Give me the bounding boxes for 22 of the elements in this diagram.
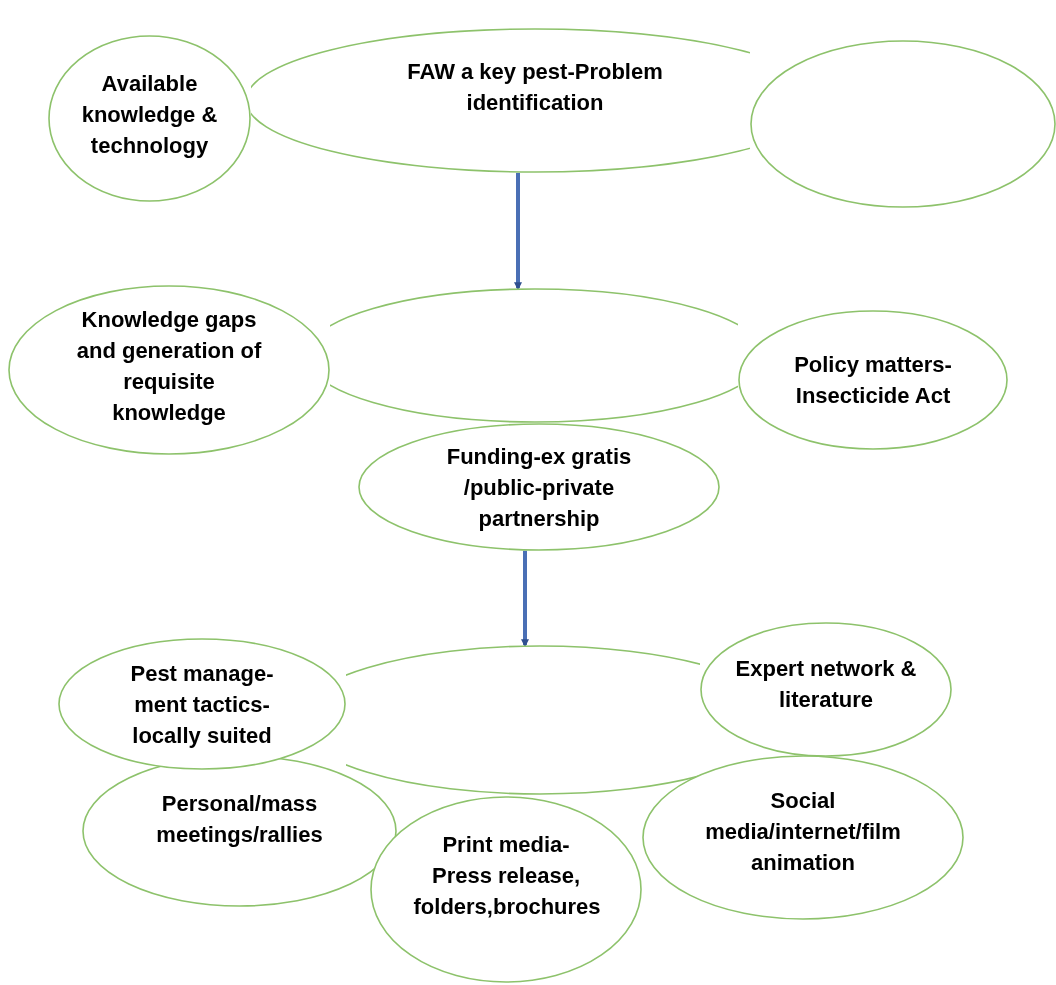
node-text: FAW a key pest-Problem identification — [406, 57, 664, 117]
ellipse-node — [58, 638, 346, 770]
node-text: Print media- Press release, folders,brochures — [413, 831, 599, 921]
node-text: Knowledge gaps and generation of requisite knowledge — [75, 306, 263, 427]
node-text: Pest manage- ment tactics- locally suited — [129, 659, 275, 750]
ellipse-node — [8, 285, 330, 455]
ellipse-node — [48, 35, 251, 202]
ellipse-node — [700, 622, 952, 757]
node-text: Policy matters- Insecticide Act — [793, 351, 953, 410]
node-text: Available knowledge & technology — [80, 70, 219, 160]
ellipse-node — [370, 796, 642, 983]
node-text: Funding-ex gratis /public-private partnership — [445, 442, 633, 533]
ellipse-node — [738, 310, 1008, 450]
node-text: Personal/mass meetings/rallies — [155, 790, 324, 849]
ellipse-node — [642, 755, 964, 920]
ellipse-node — [358, 423, 720, 551]
arrow — [521, 550, 529, 648]
ellipse-node — [82, 755, 397, 907]
node-text: Social media/internet/film animation — [704, 787, 902, 877]
arrow — [514, 172, 522, 291]
node-text: Expert network & literature — [734, 654, 918, 714]
ellipse-node — [750, 40, 1056, 208]
